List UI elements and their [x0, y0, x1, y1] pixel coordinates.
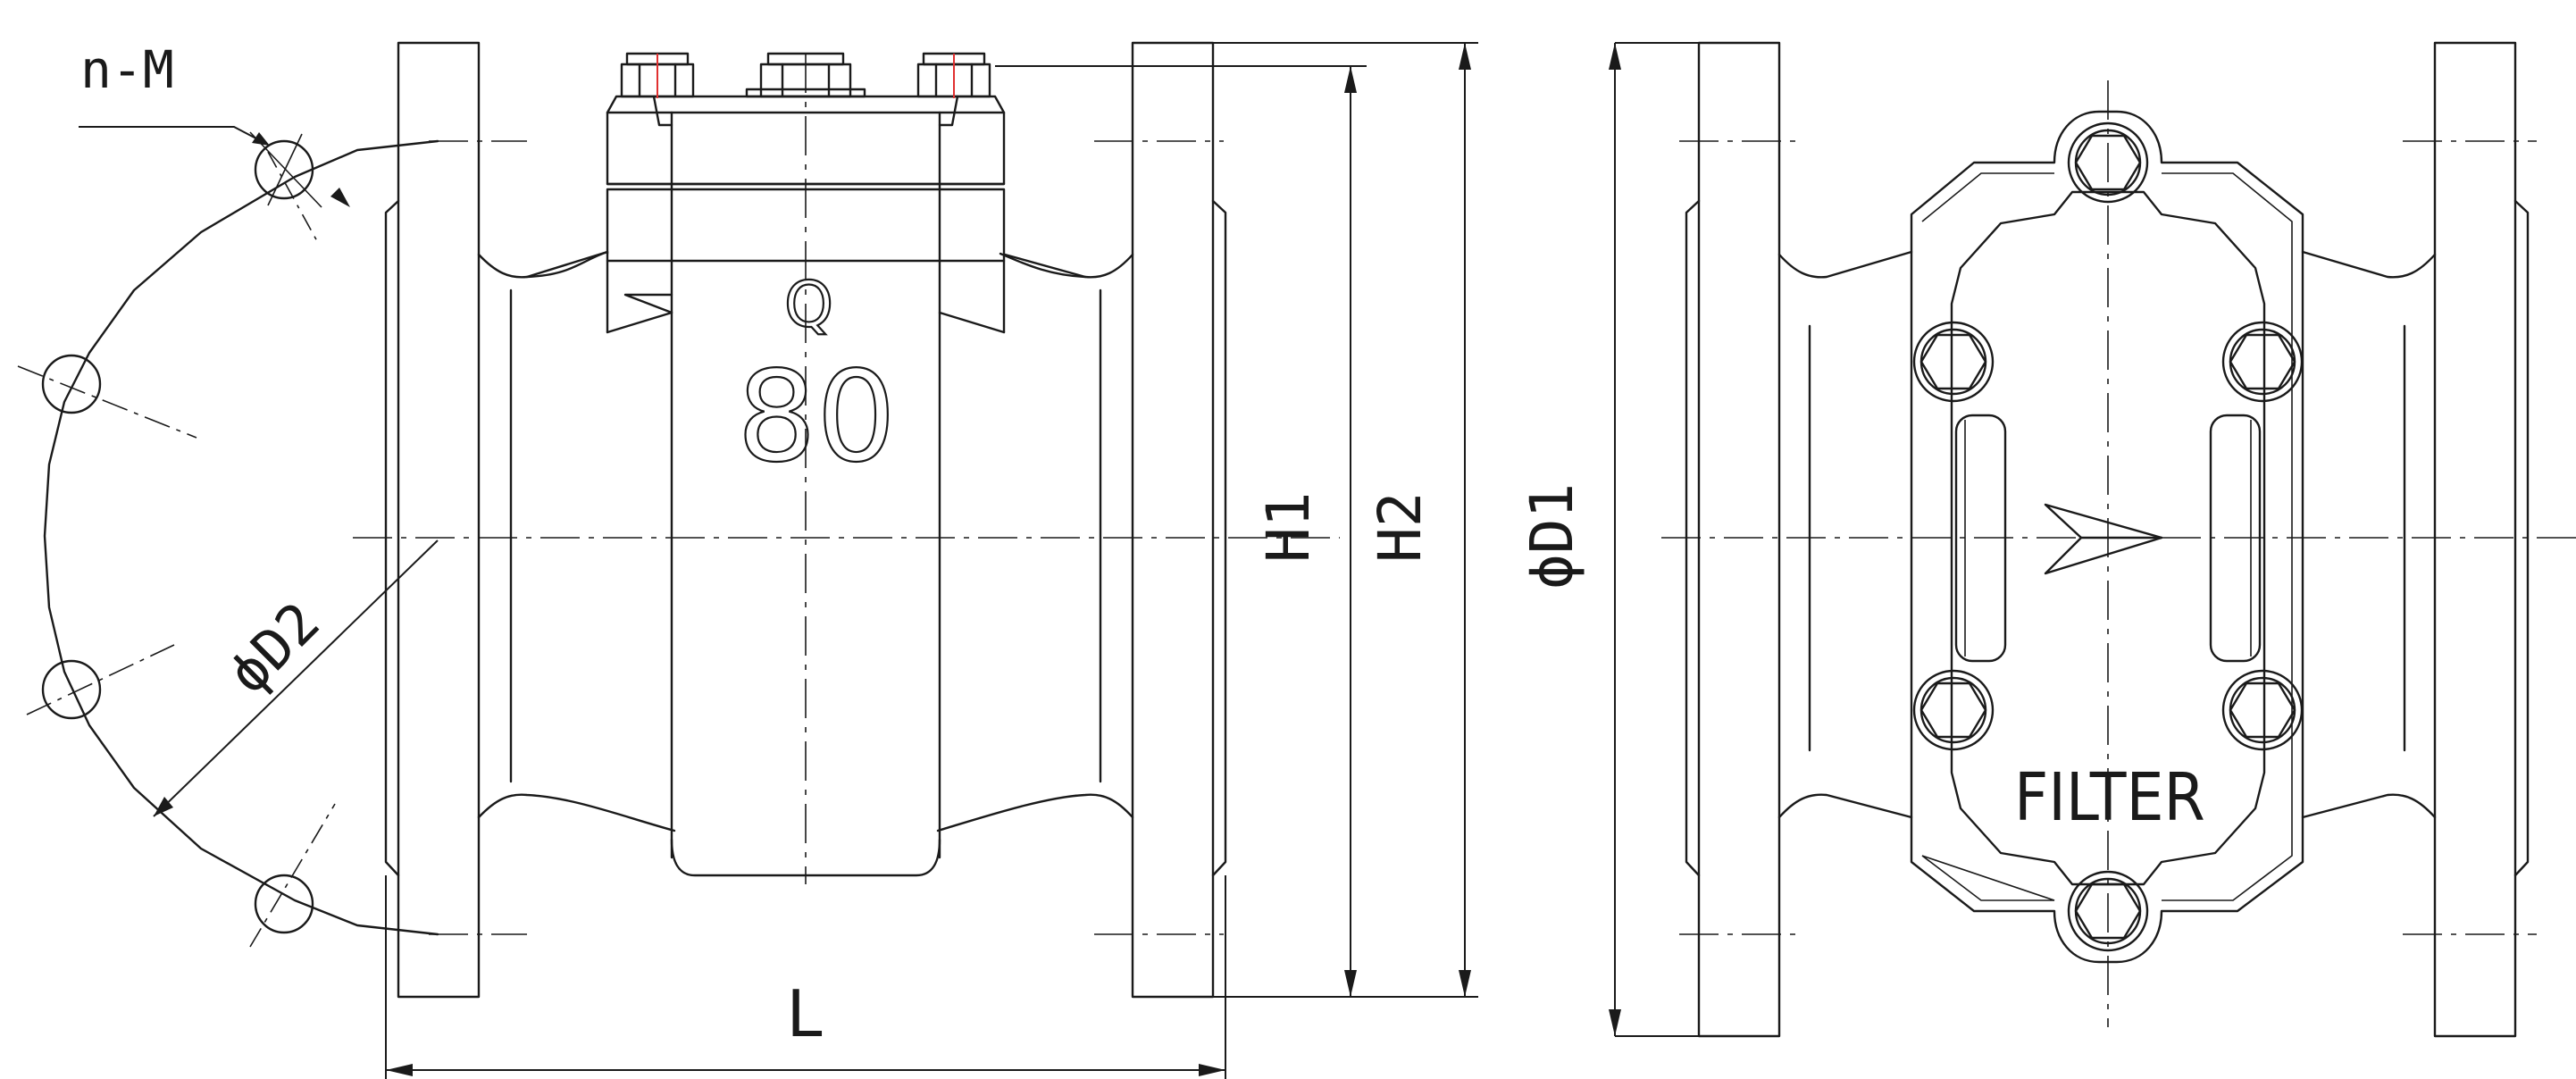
- d2-dimension-line: [153, 540, 439, 817]
- length-label: L: [786, 976, 824, 1051]
- body-mark-size: 80: [737, 345, 896, 490]
- hex-bolt-upper-left: [1912, 321, 1995, 403]
- bolt-hole: [249, 131, 322, 242]
- bolt-circle-view: [17, 126, 439, 948]
- bolt-hole: [26, 644, 175, 720]
- d2-label: ϕD2: [215, 590, 332, 707]
- hex-bolt-lower-right: [2221, 669, 2304, 751]
- cover-outline: [1910, 110, 2304, 964]
- bolt-note-leader: [79, 126, 269, 146]
- front-view: Q 80: [353, 41, 1340, 999]
- body-lower-profile: [477, 793, 676, 832]
- hex-bolt-upper-right: [2221, 321, 2304, 403]
- right-flange: [1131, 41, 1215, 999]
- h1-label: H1: [1254, 492, 1323, 563]
- h2-label: H2: [1366, 492, 1434, 563]
- top-view: FILTER: [1661, 41, 2576, 1038]
- dimensions: [385, 42, 1777, 1079]
- left-flange: [397, 41, 481, 999]
- body-mark-letter: Q: [784, 268, 833, 341]
- top-left-flange: [1697, 41, 1781, 1038]
- bolt-note-label: n-M: [80, 39, 174, 100]
- nameplate-text: FILTER: [2014, 759, 2205, 836]
- flow-arrow-icon: [2044, 503, 2163, 575]
- hex-bolt-lower-left: [1912, 669, 1995, 751]
- bolt-hole: [17, 354, 197, 439]
- cover-bolt-left: [620, 52, 695, 127]
- cover-bolt-right: [916, 52, 991, 127]
- d1-label: ϕD1: [1518, 483, 1586, 590]
- bolt-hole: [249, 803, 336, 948]
- top-right-flange: [2433, 41, 2517, 1038]
- cover-inner-outline: [1950, 190, 2266, 886]
- body-upper-profile: [477, 250, 609, 279]
